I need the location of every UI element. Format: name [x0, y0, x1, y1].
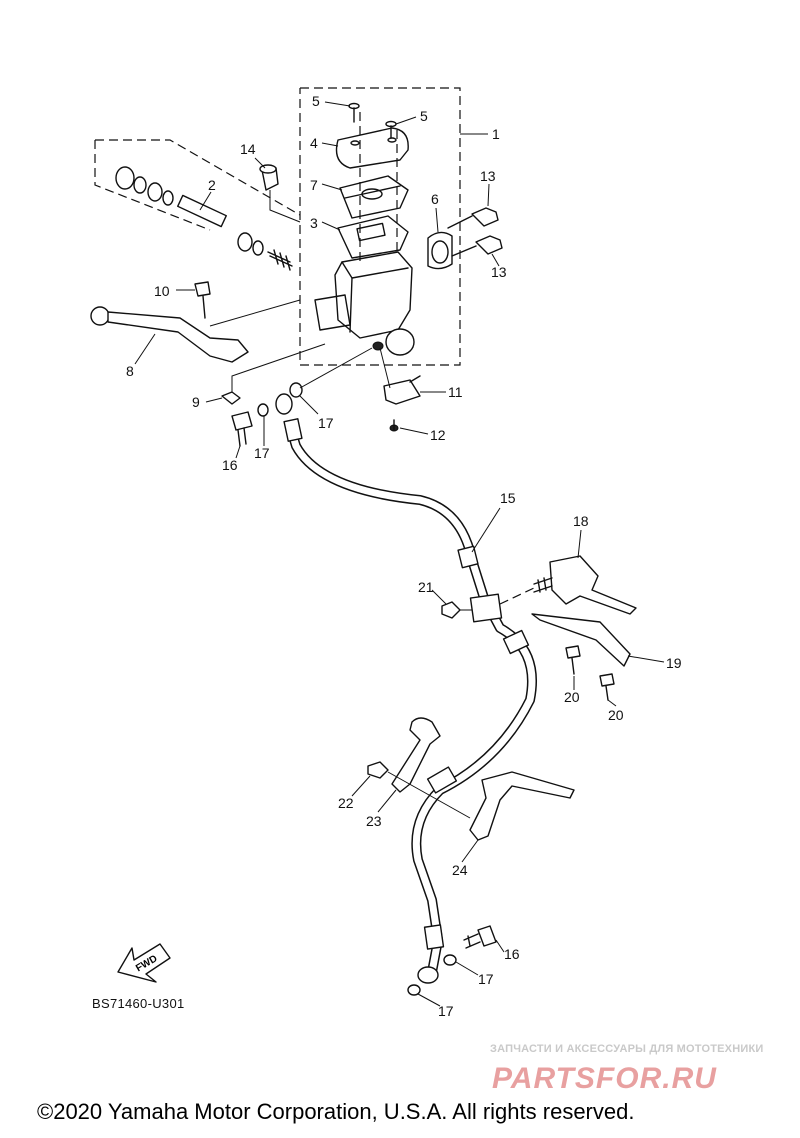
union-bolt [231, 411, 253, 447]
hose-banjo-lower [417, 966, 439, 984]
clamp-bolt [447, 207, 499, 229]
lever-nut [221, 391, 241, 405]
callout-7: 7 [310, 177, 318, 193]
boot-cap [259, 164, 279, 191]
diagram-code: BS71460-U301 [92, 996, 185, 1011]
callout-22: 22 [338, 795, 354, 811]
callout-12: 12 [430, 427, 446, 443]
callout-11: 11 [448, 384, 463, 400]
callout-13: 13 [480, 168, 496, 184]
guide-bolt [565, 645, 581, 675]
hose-guide [531, 613, 631, 667]
hose-fitting [457, 545, 479, 569]
callout-1: 1 [492, 126, 500, 142]
diaphragm [337, 215, 409, 259]
callout-18: 18 [573, 513, 589, 529]
piston-kit-box-lower [94, 140, 211, 231]
callout-3: 3 [310, 215, 318, 231]
callout-5: 5 [420, 108, 428, 124]
piston-kit-box [95, 139, 301, 216]
callouts: 1 2 3 4 5 5 6 7 8 9 10 11 12 13 13 14 15… [126, 93, 682, 1019]
joint-nut [441, 601, 461, 619]
union-bolt [463, 925, 497, 949]
callout-16: 16 [504, 946, 520, 962]
brake-switch [383, 375, 421, 405]
hose-banjo-upper [275, 393, 293, 415]
callout-23: 23 [366, 813, 382, 829]
callout-13: 13 [491, 264, 507, 280]
diaphragm-plate [339, 175, 409, 219]
callout-24: 24 [452, 862, 468, 878]
callout-17: 17 [318, 415, 334, 431]
brake-hose [285, 421, 537, 977]
callout-5: 5 [312, 93, 320, 109]
copper-washer [443, 954, 457, 966]
hose-fitting [502, 629, 530, 655]
callout-19: 19 [666, 655, 682, 671]
lever-pivot-bolt [194, 281, 211, 319]
callout-9: 9 [192, 394, 200, 410]
piston-kit [115, 166, 293, 271]
copyright-notice: ©2020 Yamaha Motor Corporation, U.S.A. A… [37, 1099, 635, 1124]
leader-lines [134, 101, 665, 1007]
callout-17: 17 [254, 445, 270, 461]
callout-21: 21 [418, 579, 434, 595]
callout-8: 8 [126, 363, 134, 379]
clamp-bolt [451, 235, 503, 257]
fwd-arrow-icon: FWD [117, 943, 171, 983]
callout-4: 4 [310, 135, 318, 151]
callout-15: 15 [500, 490, 516, 506]
callout-16: 16 [222, 457, 238, 473]
master-cylinder-body [314, 251, 415, 356]
watermark-tagline: ЗАПЧАСТИ И АКСЕССУАРЫ ДЛЯ МОТОТЕХНИКИ [490, 1043, 764, 1055]
reservoir-cap [335, 127, 409, 169]
bracket-nut [367, 761, 389, 779]
hose-fitting [423, 924, 445, 950]
screw [348, 102, 360, 123]
hose-holder [469, 771, 575, 841]
copper-washer [289, 382, 303, 398]
guide-bolt [599, 673, 615, 701]
callout-14: 14 [240, 141, 256, 157]
hose-clamp-bracket [391, 717, 441, 793]
clamp [427, 231, 453, 270]
callout-20: 20 [608, 707, 624, 723]
callout-10: 10 [154, 283, 170, 299]
callout-6: 6 [431, 191, 439, 207]
hose-bracket [533, 555, 637, 615]
brake-lever [90, 306, 249, 363]
callout-17: 17 [478, 971, 494, 987]
copper-washer [407, 984, 421, 996]
hose-fitting [283, 418, 303, 442]
callout-20: 20 [564, 689, 580, 705]
switch-screw [389, 419, 399, 432]
callout-17: 17 [438, 1003, 454, 1019]
callout-2: 2 [208, 177, 216, 193]
hose-fitting [426, 766, 458, 794]
hose-joint-block [469, 593, 503, 623]
master-cylinder-assembly-box [299, 87, 461, 366]
copper-washer [257, 403, 269, 417]
watermark-logo: PARTSFOR.RU [492, 1062, 717, 1095]
